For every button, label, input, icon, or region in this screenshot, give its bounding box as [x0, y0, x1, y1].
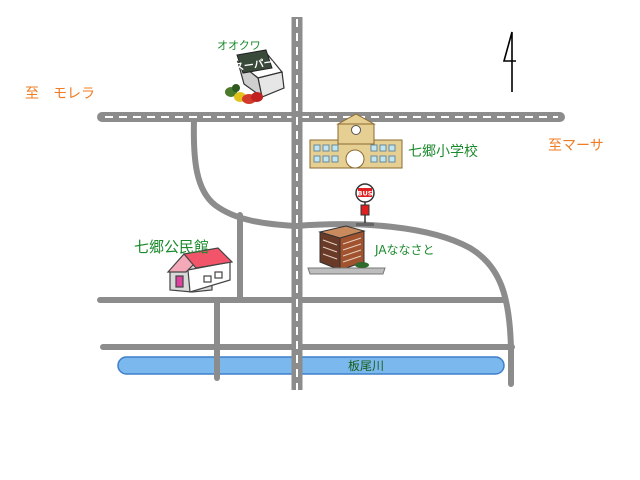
direction-label-marsa: 至マーサ: [548, 138, 604, 154]
main-roads: [97, 17, 565, 390]
bus-sign-text: BUS: [358, 190, 373, 198]
community-hall-label: 七郷公民館: [134, 238, 210, 256]
minor-roads: [97, 117, 515, 387]
school-icon: [309, 113, 403, 169]
direction-label-morera: 至 モレラ: [25, 86, 95, 102]
bus-stop-icon: BUS: [355, 183, 375, 226]
river: [117, 356, 505, 375]
supermarket-icon: スーパー: [225, 49, 285, 104]
school-label: 七郷小学校: [408, 144, 478, 160]
community-hall-icon: [166, 247, 234, 293]
left-curved-road: [190, 117, 299, 229]
north-arrow-icon: [502, 31, 516, 92]
east-curved-road: [293, 221, 514, 387]
river-label: 板尾川: [348, 359, 384, 373]
ja-building-icon: [307, 225, 386, 275]
supermarket-label: オオクワ: [217, 39, 261, 52]
ja-label: JAななさと: [375, 243, 435, 257]
super-sign-text: スーパー: [233, 56, 274, 73]
